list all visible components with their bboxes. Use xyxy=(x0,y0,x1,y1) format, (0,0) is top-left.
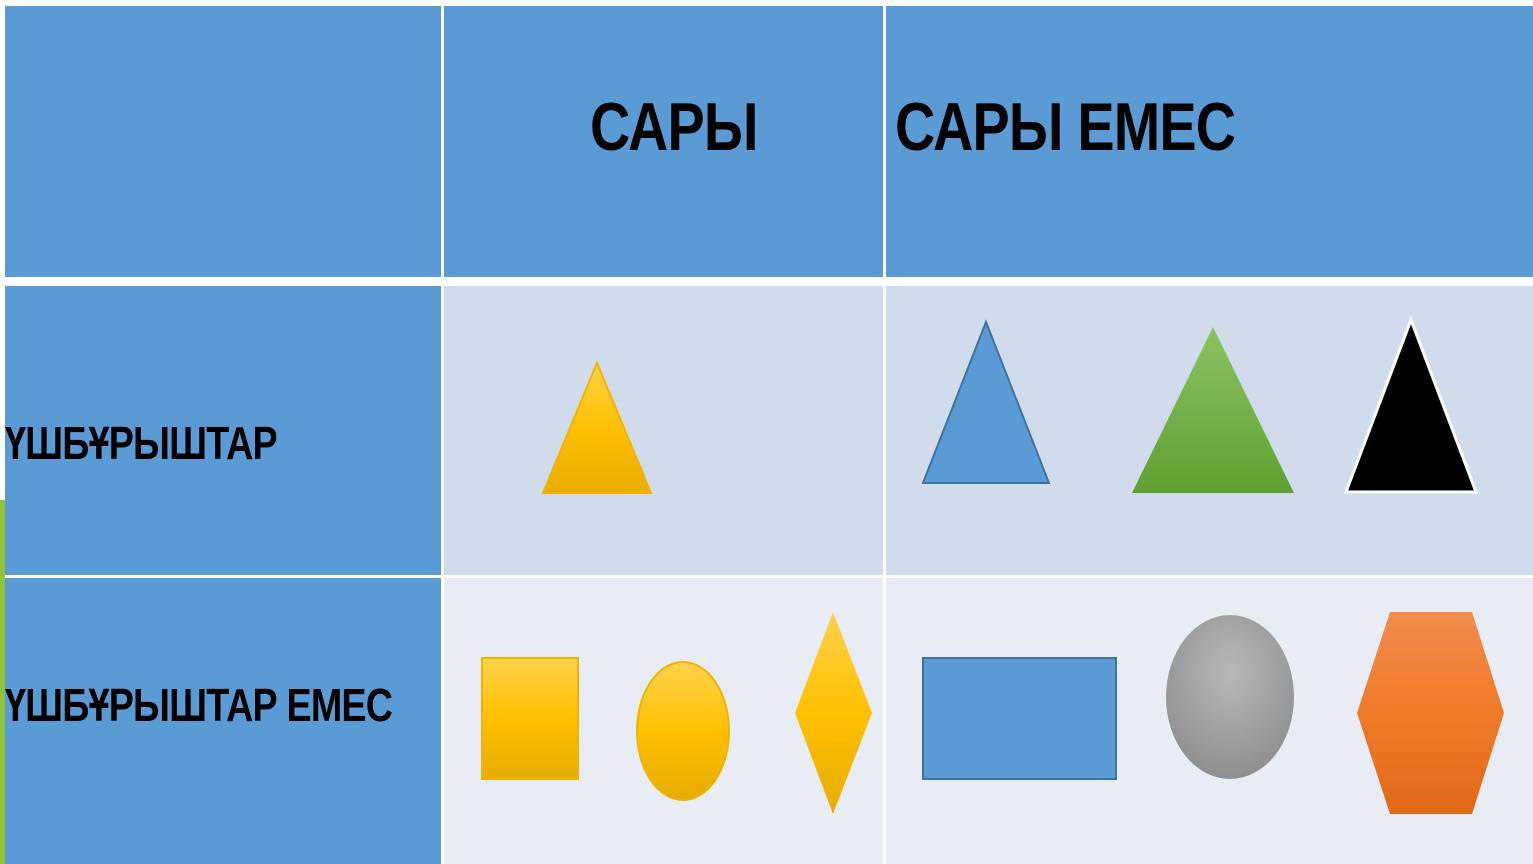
blue-triangle-shape xyxy=(921,319,1051,484)
corner-cell xyxy=(5,6,441,277)
orange-hexagon-shape xyxy=(1357,612,1504,814)
yellow-rhombus-shape xyxy=(795,612,872,814)
row-header-cell-non-triangles: ҮШБҰРЫШТАР ЕМЕС xyxy=(5,578,441,864)
blue-rectangle-shape xyxy=(922,657,1117,780)
cell-yellow-triangles xyxy=(444,286,883,575)
header-cell-yellow: САРЫ xyxy=(444,6,883,277)
row-header-cell-triangles: ҮШБҰРЫШТАР xyxy=(5,286,441,575)
yellow-triangle-shape xyxy=(541,360,653,494)
row-header-triangles: ҮШБҰРЫШТАР xyxy=(5,417,278,469)
row-header-non-triangles: ҮШБҰРЫШТАР ЕМЕС xyxy=(5,679,393,731)
column-header-not-yellow: САРЫ ЕМЕС xyxy=(895,89,1236,165)
green-triangle-shape xyxy=(1132,327,1294,493)
black-triangle-shape xyxy=(1343,315,1479,494)
yellow-circle-shape xyxy=(636,661,730,801)
column-header-yellow: САРЫ xyxy=(590,89,758,165)
header-cell-not-yellow: САРЫ ЕМЕС xyxy=(886,6,1533,277)
gray-circle-shape xyxy=(1166,615,1294,779)
green-accent-bar xyxy=(0,500,5,864)
yellow-square-shape xyxy=(481,657,579,780)
